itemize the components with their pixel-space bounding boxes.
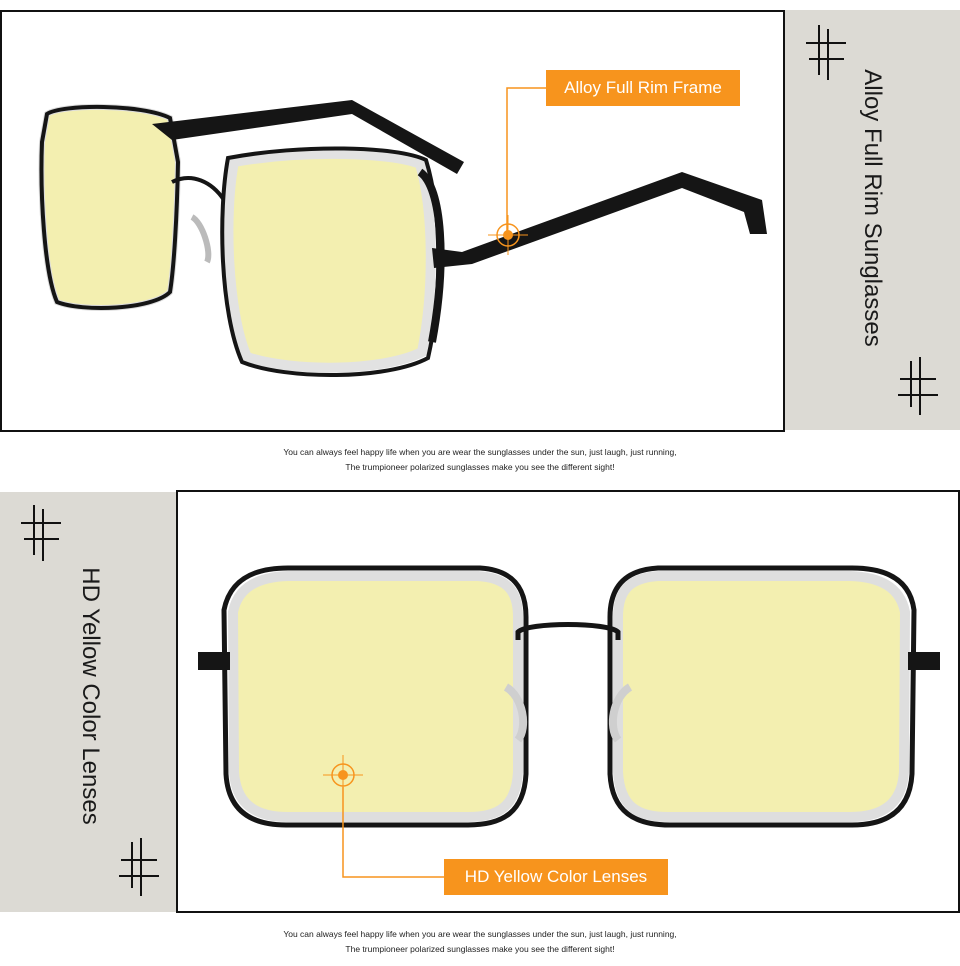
callout-frame-label: Alloy Full Rim Frame	[546, 70, 740, 106]
side-title-vertical: HD Yellow Color Lenses	[77, 567, 104, 825]
callout-leader-line	[506, 87, 546, 236]
side-panel-right	[783, 10, 960, 430]
product-photo-front-view	[176, 490, 960, 913]
callout-lens-label: HD Yellow Color Lenses	[444, 859, 668, 895]
crosshair-target-icon	[488, 215, 528, 255]
caption-line-2: The trumpioneer polarized sunglasses mak…	[345, 462, 615, 472]
hash-ornament-icon	[898, 357, 938, 415]
side-title-vertical: Alloy Full Rim Sunglasses	[859, 69, 886, 347]
sunglasses-side-view-icon	[38, 100, 767, 377]
crosshair-target-icon	[323, 755, 363, 795]
hash-ornament-icon	[119, 838, 159, 896]
hash-ornament-icon	[21, 505, 61, 561]
sunglasses-front-view-icon	[198, 565, 940, 828]
caption-line-2: The trumpioneer polarized sunglasses mak…	[345, 944, 615, 954]
caption-line-1: You can always feel happy life when you …	[283, 929, 677, 939]
side-panel-left	[0, 492, 178, 912]
caption-line-1: You can always feel happy life when you …	[283, 447, 677, 457]
callout-leader-line	[342, 787, 444, 878]
hash-ornament-icon	[806, 25, 846, 80]
